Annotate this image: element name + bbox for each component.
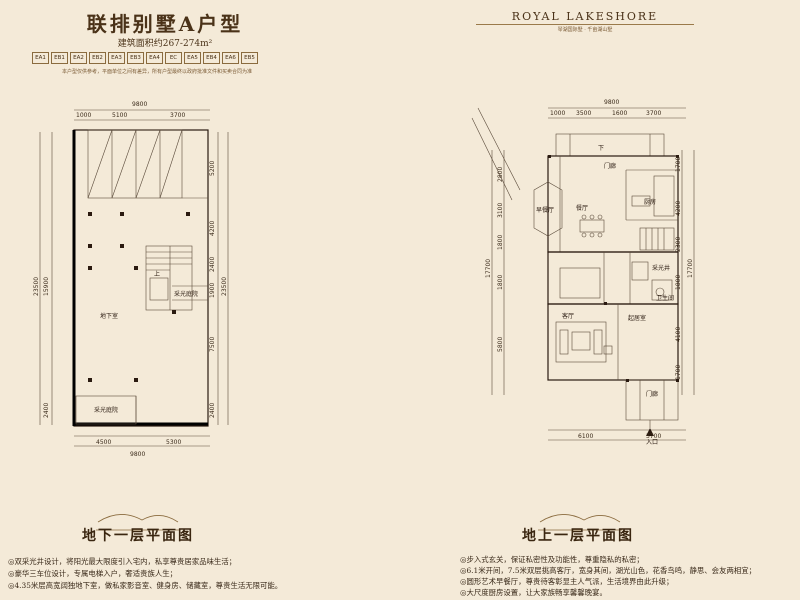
unit-tag: EA2 bbox=[70, 52, 87, 64]
unit-tag: EA3 bbox=[108, 52, 125, 64]
brand-divider bbox=[476, 24, 694, 25]
dim-text: 1000 bbox=[550, 110, 565, 117]
room-label: 厨房 bbox=[644, 198, 656, 206]
dim-text: 2400 bbox=[209, 257, 216, 272]
area-subtitle: 建筑面积约267-274m² bbox=[117, 39, 213, 49]
dim-text: 2800 bbox=[497, 167, 504, 182]
unit-tag: EC bbox=[165, 52, 182, 64]
dim-text: 2400 bbox=[43, 403, 50, 418]
brand-logo-text: ROYAL LAKESHORE bbox=[511, 10, 659, 23]
dim-text: 5100 bbox=[112, 112, 127, 119]
entrance-label: 入口 bbox=[646, 439, 658, 446]
basement-feature: ◎豪华三车位设计，专属电梯入户，奢适贵族人生； bbox=[8, 569, 178, 578]
unit-tag: EB2 bbox=[89, 52, 106, 64]
dim-text: 23500 bbox=[33, 277, 40, 296]
room-label: 卫生间 bbox=[656, 294, 674, 302]
dim-text: 2400 bbox=[209, 403, 216, 418]
dim-text: 4100 bbox=[675, 327, 682, 342]
brand-tagline: 琴湖国际墅 · 千亩湖山墅 bbox=[557, 27, 613, 33]
dim-text: 1000 bbox=[76, 112, 91, 119]
dim-text: 3700 bbox=[170, 112, 185, 119]
dim-text: 5800 bbox=[497, 337, 504, 352]
basement-section-title: 地下一层平面图 bbox=[82, 528, 194, 544]
dim-text: 1800 bbox=[497, 275, 504, 290]
room-label: 客厅 bbox=[562, 312, 574, 320]
unit-tag: EA1 bbox=[32, 52, 49, 64]
room-label: 门廊 bbox=[604, 162, 616, 170]
ground-section-title: 地上一层平面图 bbox=[522, 528, 634, 544]
dim-text: 7500 bbox=[209, 337, 216, 352]
dim-text: 5300 bbox=[166, 439, 181, 446]
dim-text: 15900 bbox=[43, 277, 50, 296]
dim-text: 3700 bbox=[646, 110, 661, 117]
room-label: 采光庭院 bbox=[174, 290, 198, 298]
ground-feature: ◎6.1米开间，7.5米双层挑高客厅，宽身其间，湖光山色，花香鸟鸣，静思、会友两… bbox=[460, 566, 757, 575]
dim-text: 9800 bbox=[132, 101, 147, 108]
dim-text: 23500 bbox=[221, 277, 228, 296]
dim-text: 9800 bbox=[604, 99, 619, 106]
basement-plan bbox=[39, 109, 229, 447]
dim-text: 3100 bbox=[497, 203, 504, 218]
dim-text: 1600 bbox=[612, 110, 627, 117]
room-label: 起居室 bbox=[628, 314, 646, 322]
dim-text: 17700 bbox=[687, 259, 694, 278]
room-label: 餐厅 bbox=[576, 204, 588, 212]
dim-text: 3700 bbox=[646, 433, 661, 440]
dim-text: 3500 bbox=[576, 110, 591, 117]
dim-text: 9800 bbox=[130, 451, 145, 458]
unit-tag: EB5 bbox=[241, 52, 258, 64]
stair-up-label: 上 bbox=[154, 270, 160, 278]
dim-text: 4200 bbox=[675, 201, 682, 216]
dim-text: 4200 bbox=[209, 221, 216, 236]
dim-text: 1800 bbox=[675, 275, 682, 290]
dim-text: 17700 bbox=[485, 259, 492, 278]
dim-text: 1800 bbox=[497, 235, 504, 250]
basement-feature: ◎双采光井设计，将阳光最大限度引入宅内，私享尊贵居家品味生活； bbox=[8, 557, 237, 566]
basement-feature: ◎4.35米层高宽阔独地下室，做私家影音室、健身房、储藏室，尊贵生活无限可能。 bbox=[8, 581, 283, 590]
ground-feature: ◎圆形艺术早餐厅，尊贵待客彰显主人气派，生活境界由此升级； bbox=[460, 577, 674, 586]
room-label: 地下室 bbox=[100, 312, 118, 320]
disclaimer-text: 本户型仅供参考，平面单位之间有差异，所有户型最终以政府批准文件和买卖合同为准 bbox=[62, 69, 253, 75]
unit-tag: EB4 bbox=[203, 52, 220, 64]
room-label: 采光庭院 bbox=[94, 406, 118, 414]
unit-tag: EA5 bbox=[184, 52, 201, 64]
unit-tag: EA6 bbox=[222, 52, 239, 64]
dim-text: 1700 bbox=[675, 157, 682, 172]
dim-text: 2300 bbox=[675, 237, 682, 252]
unit-tag: EB1 bbox=[51, 52, 68, 64]
stair-down-label: 下 bbox=[598, 145, 604, 152]
ground-feature: ◎大尺度厨房设置，让大家族畅享馨馨晚宴。 bbox=[460, 588, 607, 597]
unit-tag: EA4 bbox=[146, 52, 163, 64]
page-title: 联排别墅A户型 bbox=[86, 12, 244, 36]
ground-feature: ◎步入式玄关，保证私密性及功能性，尊重隐私的私密； bbox=[460, 555, 644, 564]
dim-text: 6100 bbox=[578, 433, 593, 440]
ground-floor-plan bbox=[471, 107, 695, 441]
dim-text: 4500 bbox=[96, 439, 111, 446]
dim-text: 1900 bbox=[209, 283, 216, 298]
dim-text: 1700 bbox=[675, 365, 682, 380]
unit-tag: EB3 bbox=[127, 52, 144, 64]
room-label: 早餐厅 bbox=[536, 206, 554, 214]
dim-text: 5200 bbox=[209, 161, 216, 176]
unit-list: EA1 EB1 EA2 EB2 EA3 EB3 EA4 EC EA5 EB4 E… bbox=[32, 52, 258, 64]
room-label: 门廊 bbox=[646, 390, 658, 398]
room-label: 采光井 bbox=[652, 264, 670, 272]
